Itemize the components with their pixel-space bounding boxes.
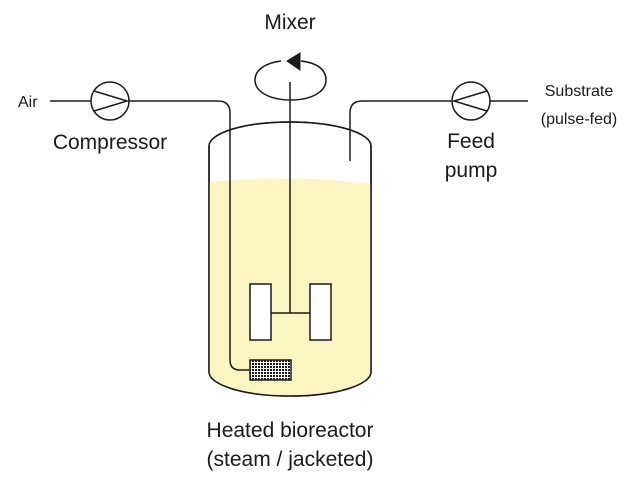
bioreactor-label-line1: Heated bioreactor (207, 419, 374, 442)
substrate-label-line1: Substrate (545, 83, 614, 100)
feed-pump-label-line1: Feed (447, 130, 495, 153)
feed-pump-label-line2: pump (445, 159, 498, 182)
compressor-label: Compressor (53, 131, 167, 154)
feed-pump-icon (451, 81, 491, 121)
mixer-impeller (249, 82, 332, 341)
sparger-icon (249, 359, 292, 381)
rotation-arrow-icon (254, 52, 327, 101)
substrate-label-line2: (pulse-fed) (541, 111, 617, 128)
air-line (50, 100, 250, 371)
feed-line (349, 100, 528, 161)
bioreactor-label-line2: (steam / jacketed) (207, 448, 374, 471)
mixer-label: Mixer (264, 11, 315, 34)
compressor-icon (90, 81, 130, 121)
air-label: Air (18, 94, 38, 111)
